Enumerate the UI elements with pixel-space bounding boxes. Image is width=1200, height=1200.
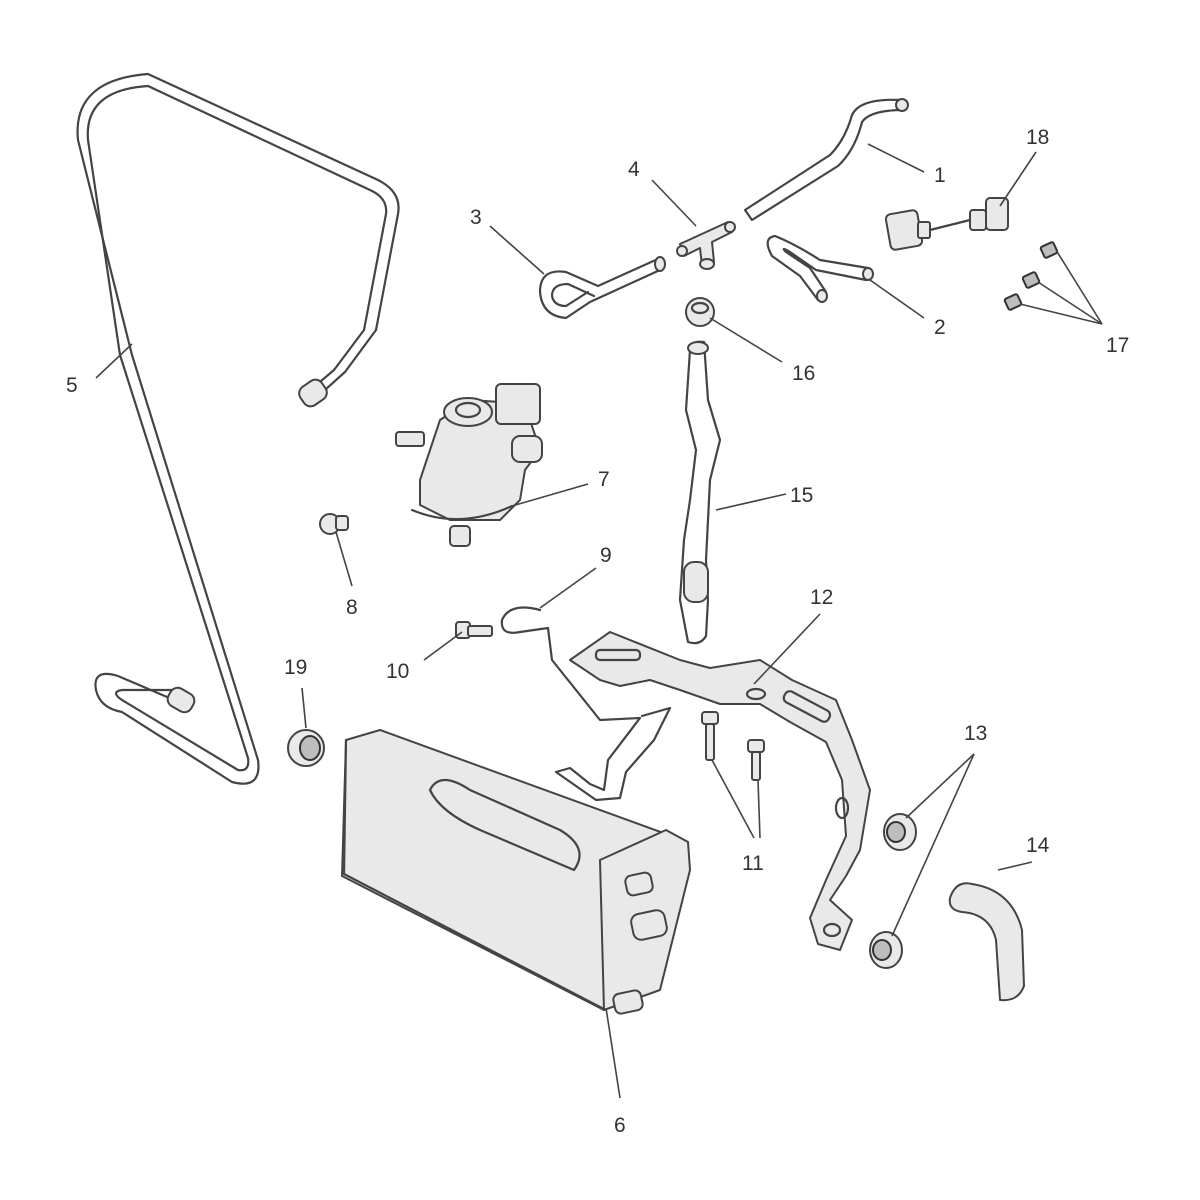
callout-17: 17 [1106, 334, 1129, 357]
part-17-screws[interactable] [1003, 241, 1059, 311]
part-12-bracket[interactable] [569, 631, 871, 951]
callout-9: 9 [600, 544, 612, 567]
part-15-hose[interactable] [678, 340, 722, 645]
part-18-sensor[interactable] [884, 197, 1009, 251]
callout-6: 6 [614, 1114, 626, 1137]
callout-15: 15 [790, 484, 813, 507]
part-9-wire-clip[interactable] [500, 606, 672, 802]
part-14-elbow-hose[interactable] [948, 882, 1025, 1002]
part-6-canister[interactable] [341, 729, 691, 1015]
callout-3: 3 [470, 206, 482, 229]
part-8-fastener[interactable] [319, 513, 349, 535]
part-5-hose[interactable] [76, 72, 400, 785]
part-13-grommets[interactable] [869, 813, 917, 969]
part-10-bolt[interactable] [455, 621, 493, 639]
callout-18: 18 [1026, 126, 1049, 149]
callout-4: 4 [628, 158, 640, 181]
callout-12: 12 [810, 586, 833, 609]
callout-13: 13 [964, 722, 987, 745]
leader-lines [95, 143, 1103, 1099]
part-4-tee-fitting[interactable] [676, 221, 736, 270]
part-19-grommet[interactable] [287, 729, 325, 767]
callout-2: 2 [934, 316, 946, 339]
callout-16: 16 [792, 362, 815, 385]
part-16-hose-clip[interactable] [685, 297, 715, 327]
part-7-purge-valve[interactable] [395, 383, 543, 547]
part-11-bolts[interactable] [701, 711, 765, 781]
callout-14: 14 [1026, 834, 1050, 857]
callout-10: 10 [386, 660, 409, 683]
callout-5: 5 [66, 374, 78, 397]
callout-1: 1 [934, 164, 946, 187]
callout-labels: 1 2 3 4 5 6 7 8 9 10 11 12 13 14 15 16 1… [66, 126, 1129, 1137]
part-3-hose[interactable] [538, 256, 666, 320]
part-2-hose[interactable] [766, 234, 874, 303]
callout-11: 11 [742, 852, 764, 875]
callout-19: 19 [284, 656, 307, 679]
callout-7: 7 [598, 468, 610, 491]
callout-8: 8 [346, 596, 358, 619]
part-1-hose[interactable] [743, 98, 909, 222]
